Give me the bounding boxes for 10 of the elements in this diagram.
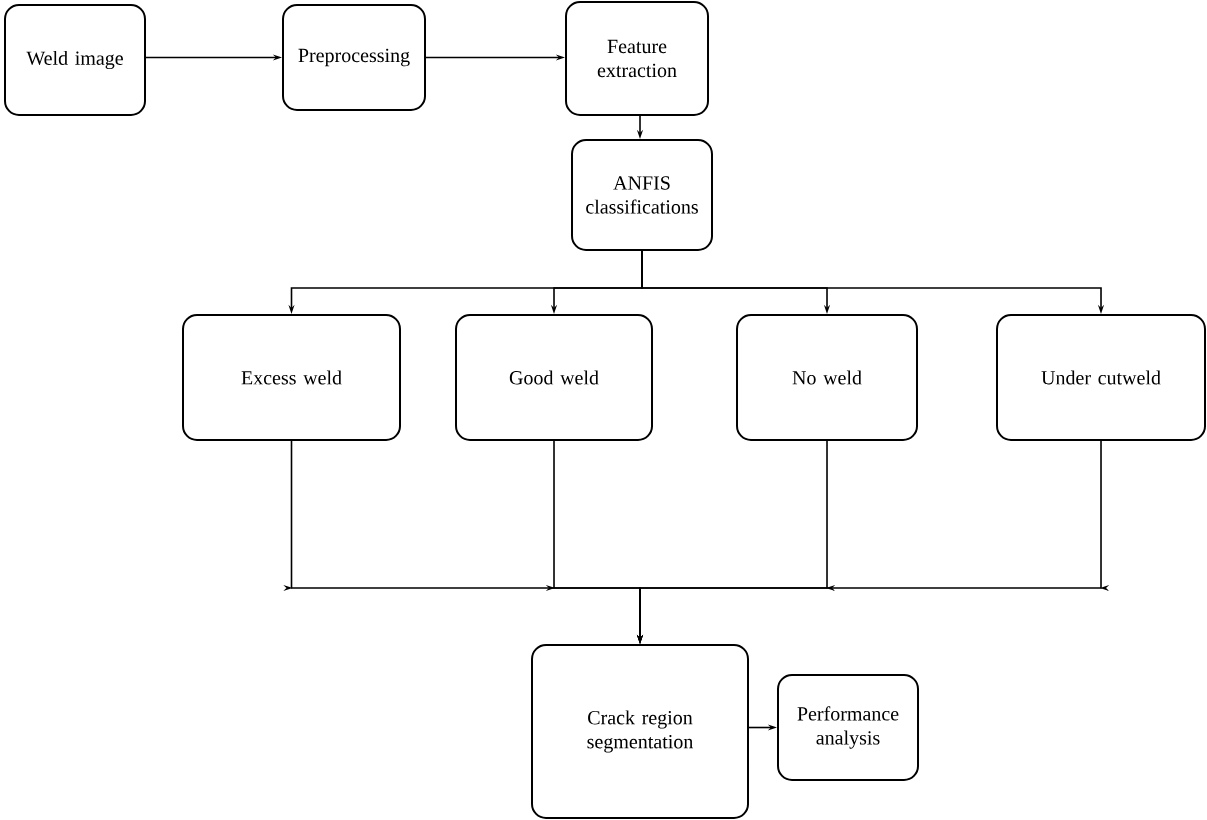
process-box: No weld (736, 314, 918, 441)
process-box: Preprocessing (282, 4, 426, 111)
process-box: Crack region segmentation (531, 644, 749, 819)
process-box: Excess weld (182, 314, 401, 441)
process-box: ANFIS classifications (571, 139, 713, 251)
process-box: Weld image (4, 4, 146, 116)
process-box: Under cutweld (996, 314, 1206, 441)
process-box: Performance analysis (777, 674, 919, 781)
process-box: Feature extraction (565, 1, 709, 116)
process-box: Good weld (455, 314, 653, 441)
